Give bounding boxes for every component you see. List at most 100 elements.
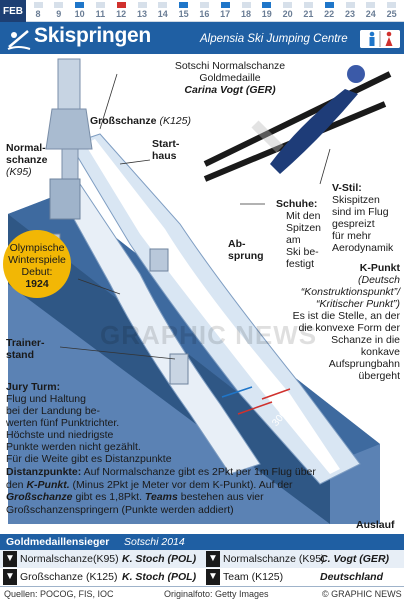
olympic-line-3: Debut: [21,266,53,278]
date-day: 12 [111,2,131,20]
day-number: 23 [344,9,355,19]
large-hill-title: Großschanze [90,115,157,127]
date-day: 9 [49,2,69,20]
day-number: 9 [56,9,62,19]
coach-stand-label: Trainer- stand [6,337,45,361]
distance-title: Distanzpunkte: [6,466,82,478]
row2-right-winner: Deutschland [320,571,384,583]
arrow-down-icon: ▼ [3,569,17,585]
header-bar [0,22,404,54]
gold-table-header: Goldmedaillensieger Sotschi 2014 [0,534,404,550]
medal-line-1: Sotschi Normalschanze [174,60,286,72]
olympic-line-1: Olympische [9,242,65,254]
kpunkt-line: Es ist die Stelle, an der [292,310,400,322]
jury-line: Höchste und niedrigste [6,429,114,441]
distance-text-5: Großschanze [6,491,73,503]
normal-hill-title-2: schanze [6,154,48,166]
row2-left-event: Großschanze (K125) [20,571,118,583]
date-day: 22 [319,2,339,20]
day-number: 21 [303,9,314,19]
jury-line: Für die Weite gibt es Distanzpunkte [6,453,172,465]
day-number: 8 [35,9,41,19]
date-day: 21 [298,2,318,20]
vstil-line: für mehr [332,230,372,242]
kpunkt-line: konkave [360,346,400,358]
day-marker [95,2,105,8]
jury-line: bei der Landung be- [6,405,100,417]
footer-copyright: © GRAPHIC NEWS [322,589,402,599]
day-marker [33,2,43,8]
day-number: 15 [178,9,189,19]
day-number: 16 [199,9,210,19]
schuhe-line: am [286,234,301,246]
row1-right-event: Normalschanze (K95) [223,553,325,565]
date-day: 18 [236,2,256,20]
day-marker [283,2,293,8]
day-marker [324,2,334,8]
kpunkt-line: Schanze in die [331,334,400,346]
normal-hill-label: Normal- schanze (K95) [6,142,47,178]
distance-text-9: aus vier Großschanzenspringern (Punkte w… [6,491,264,516]
row2-left-winner: K. Stoch (POL) [122,571,197,583]
day-marker [387,2,397,8]
day-number: 13 [136,9,147,19]
date-day: 16 [194,2,214,20]
schuhe-line: Mit den [286,210,321,222]
jury-line: Punkte werden nicht gezählt. [6,441,141,453]
footer-photo-credit: Originalfoto: Getty Images [164,589,269,599]
ski-jumper [203,65,392,182]
takeoff-line-2: sprung [228,250,264,262]
arrow-down-icon: ▼ [206,551,220,567]
large-hill-k: (K125) [159,115,191,127]
start-house-line-1: Start- [152,138,180,150]
outrun-label: Auslauf [356,519,395,531]
vstil-line: Skispitzen [332,194,380,206]
olympic-year: 1924 [25,278,49,290]
watermark: GRAPHIC NEWS [100,320,318,350]
date-day: 15 [174,2,194,20]
date-day: 23 [340,2,360,20]
date-day: 24 [361,2,381,20]
day-number: 24 [365,9,376,19]
day-number: 25 [386,9,397,19]
day-marker [179,2,189,8]
day-number: 10 [74,9,85,19]
footer: Quellen: POCOG, FIS, IOC Originalfoto: G… [0,586,404,600]
row2-right-event: Team (K125) [223,571,284,583]
row1-right-winner: C. Vogt (GER) [320,553,390,565]
judges-tower [169,353,189,385]
day-marker [158,2,168,8]
distance-text-1: Auf Normalschanze [83,466,176,478]
distance-text-7: Teams [144,491,178,503]
day-marker [54,2,64,8]
ski-jump-illustration [3,58,392,524]
normal-hill-track [59,183,261,475]
vstil-line: Aerodynamik [332,242,394,254]
arrow-down-icon: ▼ [206,569,220,585]
day-marker [116,2,126,8]
jury-line: Flug und Haltung [6,393,86,405]
day-number: 12 [116,9,127,19]
takeoff-label: Ab- sprung [228,238,264,262]
snowflake-logo-icon [7,30,31,50]
day-marker [345,2,355,8]
distance-text-6: gibt es 1,8Pkt. [75,491,142,503]
boots-title: Schuhe: [276,198,318,210]
day-marker [241,2,251,8]
day-number: 20 [282,9,293,19]
vstil-line: sind im Flug [332,206,389,218]
vstil-line: gespreizt [332,218,375,230]
jury-line: werten fünf Punktrichter. [6,417,120,429]
page-title: Skispringen [34,24,151,47]
distance-text-2: gibt es 2Pkt per 1m Flug über den [6,466,316,491]
kpunkt-line: Aufsprungbahn [328,358,400,370]
distance-text-8: bestehen [180,491,224,503]
date-day: 19 [257,2,277,20]
day-number: 17 [220,9,231,19]
day-number: 22 [324,9,335,19]
row1-left-winner: K. Stoch (POL) [122,553,197,565]
coach-stand-line-2: stand [6,349,35,361]
